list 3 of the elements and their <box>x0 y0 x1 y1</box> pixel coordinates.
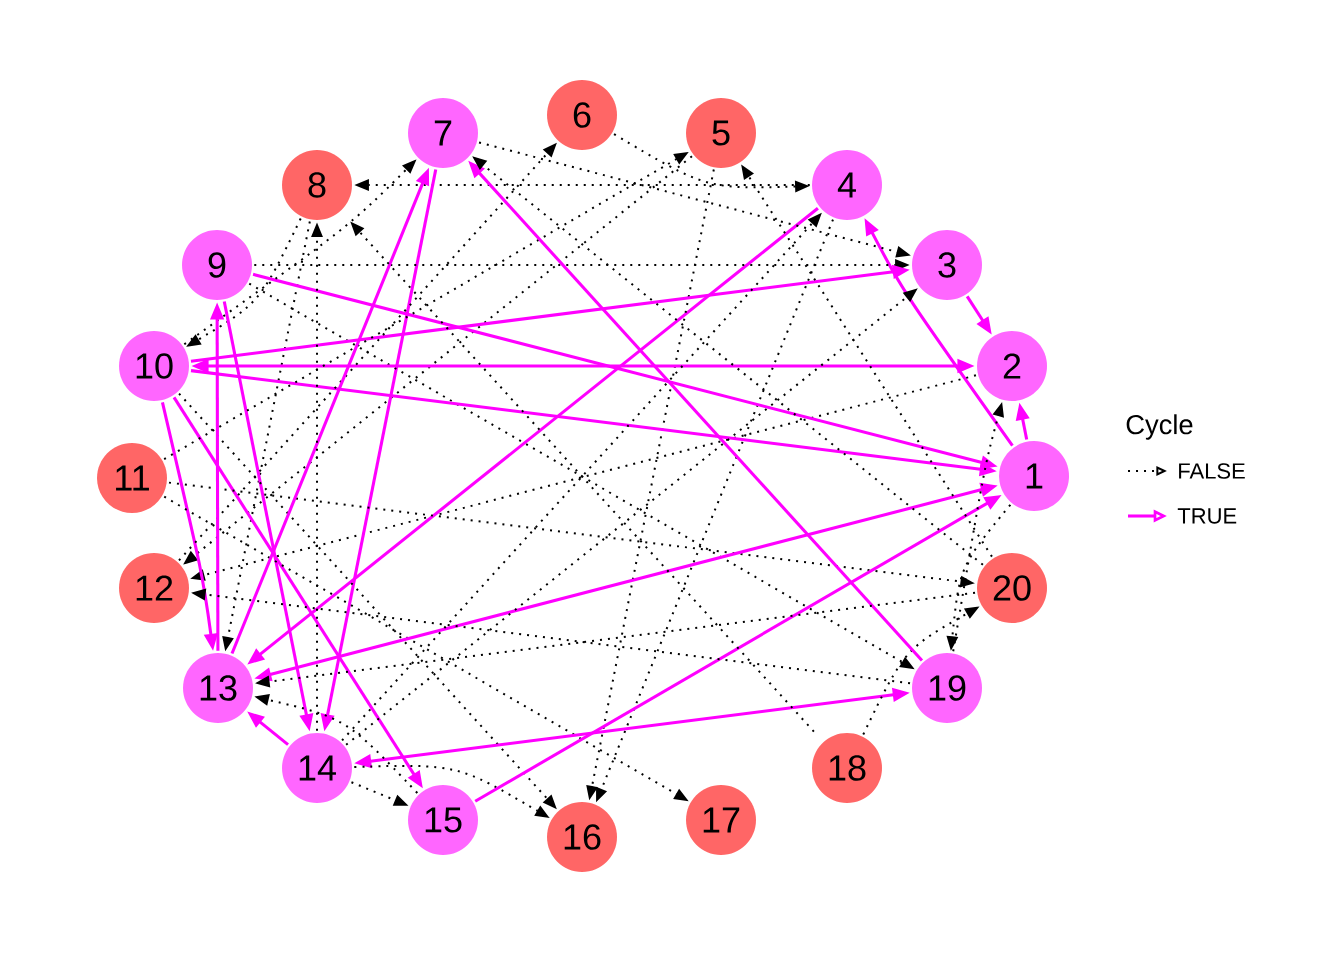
legend-title: Cycle <box>1126 414 1193 440</box>
legend-label: FALSE <box>1179 463 1245 479</box>
legend-label: TRUE <box>1177 508 1237 524</box>
